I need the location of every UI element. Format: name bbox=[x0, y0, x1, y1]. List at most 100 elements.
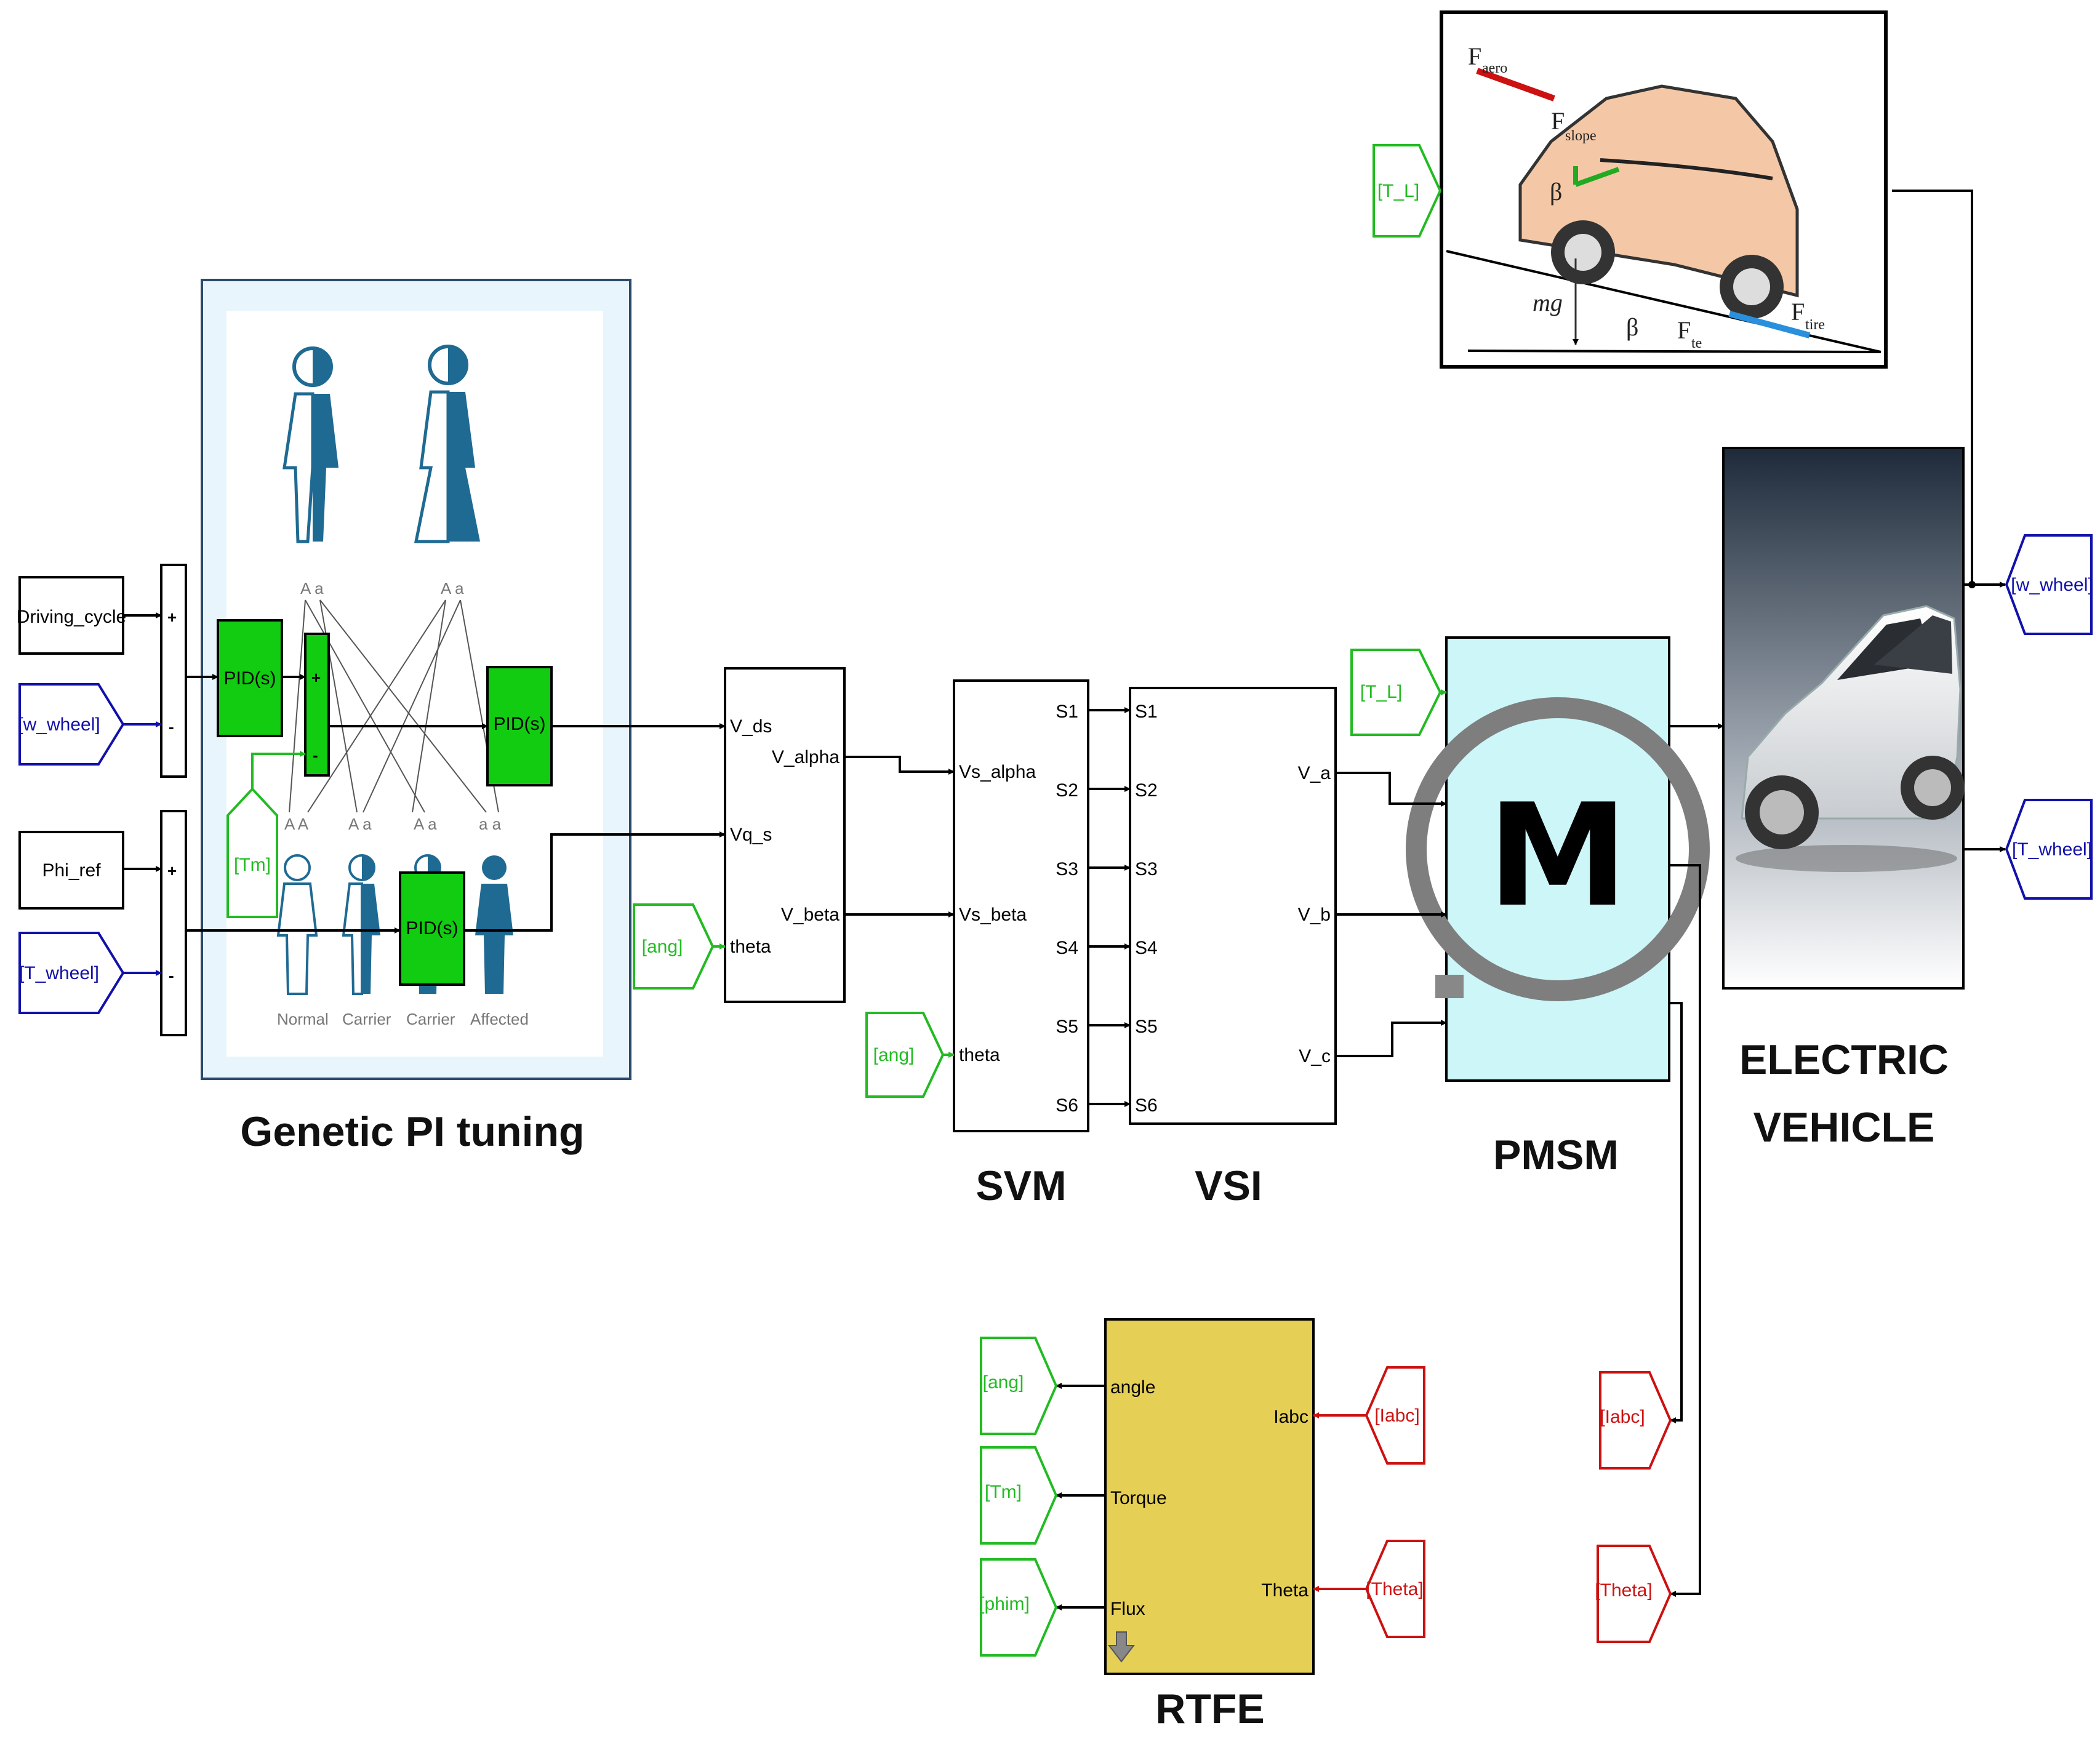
sum3-minus: - bbox=[313, 746, 318, 764]
svm-out-s2: S2 bbox=[1056, 780, 1078, 801]
from-w-wheel-tag[interactable]: [w_wheel] bbox=[18, 683, 125, 766]
pmsm-title: PMSM bbox=[1493, 1132, 1619, 1178]
pid-torque-controller[interactable]: PID(s) bbox=[486, 666, 553, 786]
mother-figure bbox=[414, 345, 480, 543]
father-figure bbox=[283, 346, 339, 543]
pid-flux-controller[interactable]: PID(s) bbox=[399, 871, 465, 986]
iabc-goto-label: [Iabc] bbox=[1600, 1407, 1645, 1427]
down-arrow-icon bbox=[1107, 1631, 1136, 1663]
father-alleles: A a bbox=[300, 579, 324, 598]
motor-m-icon: M bbox=[1488, 774, 1629, 938]
w-wheel-from-label: [w_wheel] bbox=[18, 714, 100, 735]
tl-from-label-top: [T_L] bbox=[1377, 181, 1419, 201]
sum2-minus: - bbox=[169, 966, 174, 985]
pid-speed-controller[interactable]: PID(s) bbox=[217, 619, 283, 737]
sum-block-flux[interactable]: + - bbox=[160, 810, 187, 1036]
genetic-pi-title: Genetic PI tuning bbox=[240, 1108, 584, 1155]
from-iabc-tag[interactable]: [Iabc] bbox=[1365, 1366, 1425, 1465]
sum1-minus: - bbox=[169, 718, 174, 736]
svm-title: SVM bbox=[976, 1162, 1066, 1209]
phi-ref-block[interactable]: Phi_ref bbox=[18, 831, 124, 910]
vsi-block[interactable]: S1 S2 S3 S4 S5 S6 V_a V_b V_c bbox=[1129, 687, 1337, 1125]
f-tire-label: F bbox=[1791, 298, 1805, 326]
rtfe-in-iabc: Iabc bbox=[1273, 1407, 1308, 1427]
svm-out-s6: S6 bbox=[1056, 1095, 1078, 1116]
vsi-in-s6: S6 bbox=[1135, 1095, 1158, 1116]
sum3-plus: + bbox=[311, 668, 321, 687]
port-out-valpha: V_alpha bbox=[772, 747, 840, 767]
phi-ref-label: Phi_ref bbox=[42, 860, 101, 881]
mother-alleles: A a bbox=[441, 579, 464, 598]
ev-title-line2: VEHICLE bbox=[1753, 1104, 1935, 1151]
rtfe-in-theta: Theta bbox=[1261, 1580, 1308, 1601]
theta-goto-label: [Theta] bbox=[1595, 1580, 1652, 1601]
vsi-in-s3: S3 bbox=[1135, 859, 1158, 879]
svm-in-valpha: Vs_alpha bbox=[959, 762, 1036, 782]
sum-block-torque[interactable]: + - bbox=[304, 633, 330, 777]
svm-out-s1: S1 bbox=[1056, 702, 1078, 722]
f-slope-label: F bbox=[1551, 107, 1565, 135]
rtfe-out-torque: Torque bbox=[1110, 1488, 1167, 1508]
rtfe-out-flux: Flux bbox=[1110, 1599, 1145, 1619]
ang-from-label-2: [ang] bbox=[873, 1045, 915, 1065]
label-normal: Normal bbox=[277, 1010, 329, 1028]
f-te-label: F bbox=[1677, 316, 1691, 344]
driving-cycle-label: Driving_cycle bbox=[17, 607, 126, 627]
from-ang-tag-1[interactable]: [ang] bbox=[633, 903, 715, 990]
tm-goto-label: [Tm] bbox=[985, 1482, 1022, 1502]
w-wheel-goto-label: [w_wheel] bbox=[2011, 575, 2093, 595]
svm-in-theta: theta bbox=[959, 1045, 1000, 1065]
label-affected: Affected bbox=[470, 1010, 529, 1028]
f-tire-sub: tire bbox=[1805, 317, 1825, 333]
sum-block-speed[interactable]: + - bbox=[160, 564, 187, 778]
svm-block[interactable]: Vs_alpha Vs_beta theta S1 S2 S3 S4 S5 S6 bbox=[953, 679, 1089, 1132]
iabc-from-label: [Iabc] bbox=[1374, 1406, 1419, 1426]
port-in-vqs: Vq_s bbox=[730, 825, 772, 845]
measurement-port-icon bbox=[1435, 975, 1464, 998]
goto-iabc-tag[interactable]: [Iabc] bbox=[1599, 1371, 1672, 1470]
from-tl-tag-pmsm[interactable]: [T_L] bbox=[1350, 649, 1442, 736]
f-aero-sub: aero bbox=[1482, 60, 1507, 76]
electric-vehicle-block[interactable] bbox=[1722, 447, 1965, 990]
f-slope-sub: slope bbox=[1565, 128, 1597, 144]
vsi-out-vc: V_c bbox=[1299, 1046, 1331, 1066]
vehicle-dynamics-illustration[interactable]: F aero F slope β mg β F te F tire bbox=[1440, 10, 1888, 369]
goto-theta-tag[interactable]: [Theta] bbox=[1595, 1545, 1672, 1643]
vsi-out-va: V_a bbox=[1298, 763, 1331, 783]
pmsm-block[interactable]: M bbox=[1406, 636, 1710, 1082]
goto-w-wheel-tag[interactable]: [w_wheel] bbox=[2005, 534, 2093, 635]
from-t-wheel-tag[interactable]: [T_wheel] bbox=[18, 932, 125, 1014]
from-theta-tag[interactable]: [Theta] bbox=[1365, 1540, 1425, 1638]
from-tl-tag-top[interactable]: [T_L] bbox=[1373, 144, 1442, 238]
goto-tm-tag[interactable]: [Tm] bbox=[980, 1446, 1058, 1545]
ang-from-label-1: [ang] bbox=[642, 937, 683, 957]
pid-speed-label: PID(s) bbox=[224, 668, 276, 689]
vsi-in-s5: S5 bbox=[1135, 1017, 1158, 1037]
rtfe-block[interactable]: angle Torque Flux Iabc Theta bbox=[1104, 1318, 1315, 1675]
from-ang-tag-2[interactable]: [ang] bbox=[865, 1012, 945, 1098]
carrier1-alleles: A a bbox=[348, 815, 372, 833]
sum1-plus: + bbox=[167, 608, 177, 626]
goto-t-wheel-tag[interactable]: [T_wheel] bbox=[2005, 799, 2093, 900]
f-aero-label: F bbox=[1468, 42, 1481, 70]
tl-from-label-pmsm: [T_L] bbox=[1360, 682, 1402, 702]
pid-torque-label: PID(s) bbox=[494, 714, 546, 734]
child-carrier-1 bbox=[342, 854, 380, 995]
goto-ang-tag[interactable]: [ang] bbox=[980, 1337, 1058, 1435]
inverse-park-transform-block[interactable]: V_ds Vq_s theta V_alpha V_beta bbox=[724, 667, 846, 1003]
tm-from-label: [Tm] bbox=[234, 855, 271, 875]
ang-goto-label: [ang] bbox=[983, 1372, 1024, 1393]
vsi-in-s1: S1 bbox=[1135, 702, 1158, 722]
port-in-vds: V_ds bbox=[730, 716, 772, 737]
label-carrier-1: Carrier bbox=[342, 1010, 391, 1028]
t-wheel-from-label: [T_wheel] bbox=[19, 963, 99, 983]
child-normal bbox=[276, 854, 318, 995]
goto-phim-tag[interactable]: [phim] bbox=[979, 1558, 1058, 1657]
driving-cycle-block[interactable]: Driving_cycle bbox=[17, 576, 126, 655]
phim-goto-label: [phim] bbox=[979, 1594, 1030, 1614]
theta-from-label: [Theta] bbox=[1366, 1579, 1423, 1599]
sum2-plus: + bbox=[167, 862, 177, 880]
from-tm-tag[interactable]: [Tm] bbox=[226, 787, 278, 918]
affected-alleles: a a bbox=[479, 815, 502, 833]
